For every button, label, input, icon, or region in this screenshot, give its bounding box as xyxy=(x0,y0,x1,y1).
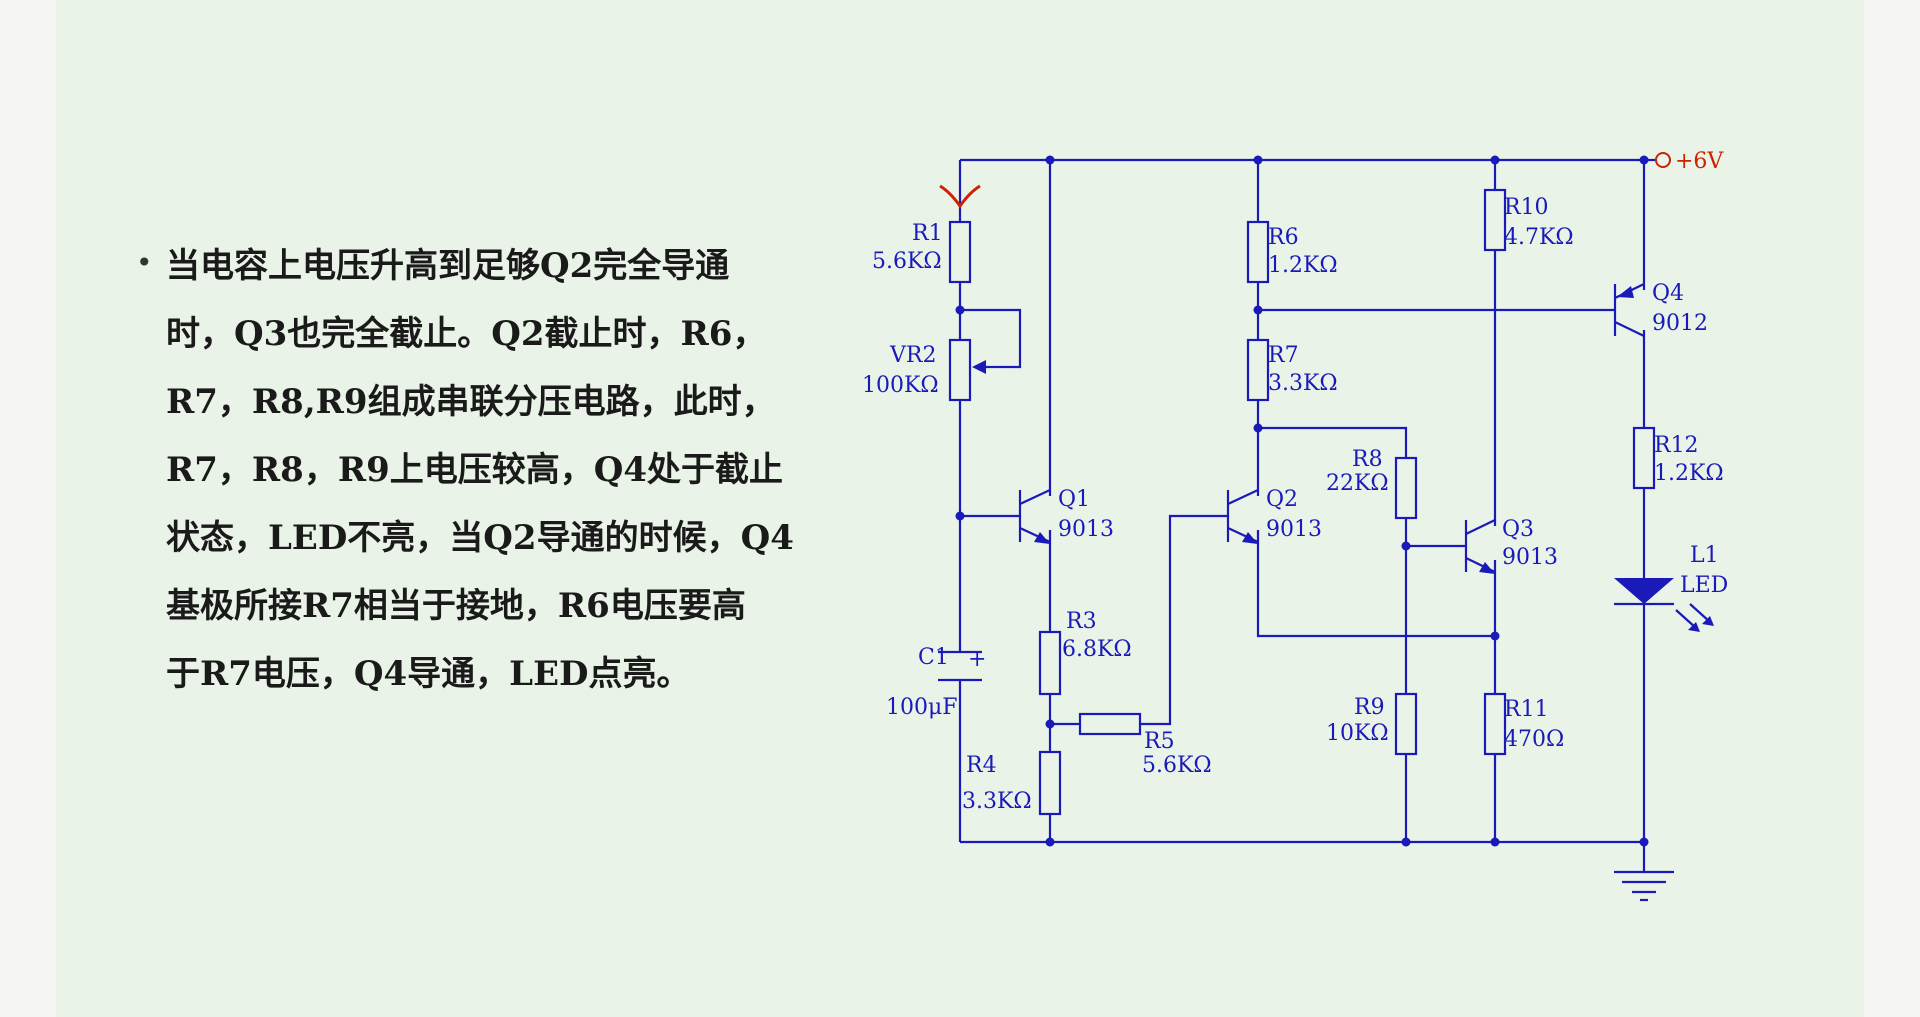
resistor-R5: R5 5.6KΩ xyxy=(1078,712,1212,778)
r7-value: 3.3KΩ xyxy=(1268,371,1338,396)
text-line-1: 当电容上电压升高到足够Q2完全导通 xyxy=(166,246,730,286)
capacitor-C1: C1 + 100μF xyxy=(886,645,986,720)
resistor-R9: R9 10KΩ xyxy=(1326,692,1418,756)
r9-name: R9 xyxy=(1354,695,1385,720)
r12-value: 1.2KΩ xyxy=(1654,461,1724,486)
c1-name: C1 xyxy=(918,645,949,670)
q4-name: Q4 xyxy=(1652,281,1684,306)
text-line-7: 于R7电压，Q4导通，LED点亮。 xyxy=(166,654,691,694)
bullet-point: • xyxy=(136,246,153,279)
resistor-R12: R12 1.2KΩ xyxy=(1632,426,1724,490)
transistor-Q3: Q3 9013 xyxy=(1464,517,1558,574)
q1-name: Q1 xyxy=(1058,487,1090,512)
ground-symbol xyxy=(1614,870,1674,902)
probe-mark xyxy=(939,184,981,209)
r6-name: R6 xyxy=(1268,225,1299,250)
resistor-R4: R4 3.3KΩ xyxy=(962,750,1062,816)
resistor-R10: R10 4.7KΩ xyxy=(1483,188,1574,252)
resistor-R1: R1 5.6KΩ xyxy=(872,220,972,284)
supply-terminal: +6V xyxy=(1644,149,1724,174)
q4-value: 9012 xyxy=(1652,311,1708,336)
r5-name: R5 xyxy=(1144,729,1175,754)
potentiometer-VR2: VR2 100KΩ xyxy=(862,338,1002,402)
r3-value: 6.8KΩ xyxy=(1062,637,1132,662)
r11-name: R11 xyxy=(1504,697,1549,722)
r4-value: 3.3KΩ xyxy=(962,789,1032,814)
vr2-name: VR2 xyxy=(889,343,936,368)
r11-value: 470Ω xyxy=(1504,727,1564,752)
led-L1: L1 LED xyxy=(1614,543,1728,632)
r10-name: R10 xyxy=(1504,195,1549,220)
r8-value: 22KΩ xyxy=(1326,471,1389,496)
text-line-6: 基极所接R7相当于接地，R6电压要高 xyxy=(166,586,746,626)
resistor-R8: R8 22KΩ xyxy=(1326,447,1418,520)
r9-value: 10KΩ xyxy=(1326,721,1389,746)
text-line-4: R7，R8，R9上电压较高，Q4处于截止 xyxy=(166,450,784,490)
text-line-2: 时，Q3也完全截止。Q2截止时，R6， xyxy=(166,314,767,354)
r1-name: R1 xyxy=(912,221,943,246)
l1-name: L1 xyxy=(1690,543,1719,568)
c1-polarity: + xyxy=(968,647,986,672)
explanation-paragraph: • 当电容上电压升高到足够Q2完全导通 时，Q3也完全截止。Q2截止时，R6， … xyxy=(136,232,886,708)
r10-value: 4.7KΩ xyxy=(1504,225,1574,250)
resistor-R7: R7 3.3KΩ xyxy=(1246,338,1338,402)
junction-dots xyxy=(955,155,1649,847)
vr2-value: 100KΩ xyxy=(862,373,939,398)
transistor-Q4: Q4 9012 xyxy=(1613,281,1708,337)
r3-name: R3 xyxy=(1066,609,1097,634)
resistor-R3: R3 6.8KΩ xyxy=(1038,609,1132,696)
resistor-R6: R6 1.2KΩ xyxy=(1246,220,1338,284)
r4-name: R4 xyxy=(966,753,997,778)
supply-label: +6V xyxy=(1675,149,1724,174)
r7-name: R7 xyxy=(1268,343,1299,368)
text-line-3: R7，R8,R9组成串联分压电路，此时， xyxy=(166,382,776,422)
text-line-5: 状态，LED不亮，当Q2导通的时候，Q4 xyxy=(166,518,794,558)
q3-name: Q3 xyxy=(1502,517,1534,542)
r12-name: R12 xyxy=(1654,433,1699,458)
q1-value: 9013 xyxy=(1058,517,1114,542)
r6-value: 1.2KΩ xyxy=(1268,253,1338,278)
r1-value: 5.6KΩ xyxy=(872,249,942,274)
r8-name: R8 xyxy=(1352,447,1383,472)
transistor-Q1: Q1 9013 xyxy=(1018,487,1114,544)
c1-value: 100μF xyxy=(886,695,958,720)
resistor-R11: R11 470Ω xyxy=(1483,692,1564,756)
transistor-Q2: Q2 9013 xyxy=(1226,487,1322,544)
wiring xyxy=(958,158,1646,872)
q2-name: Q2 xyxy=(1266,487,1298,512)
q3-value: 9013 xyxy=(1502,545,1558,570)
q2-value: 9013 xyxy=(1266,517,1322,542)
l1-value: LED xyxy=(1680,573,1728,598)
r5-value: 5.6KΩ xyxy=(1142,753,1212,778)
